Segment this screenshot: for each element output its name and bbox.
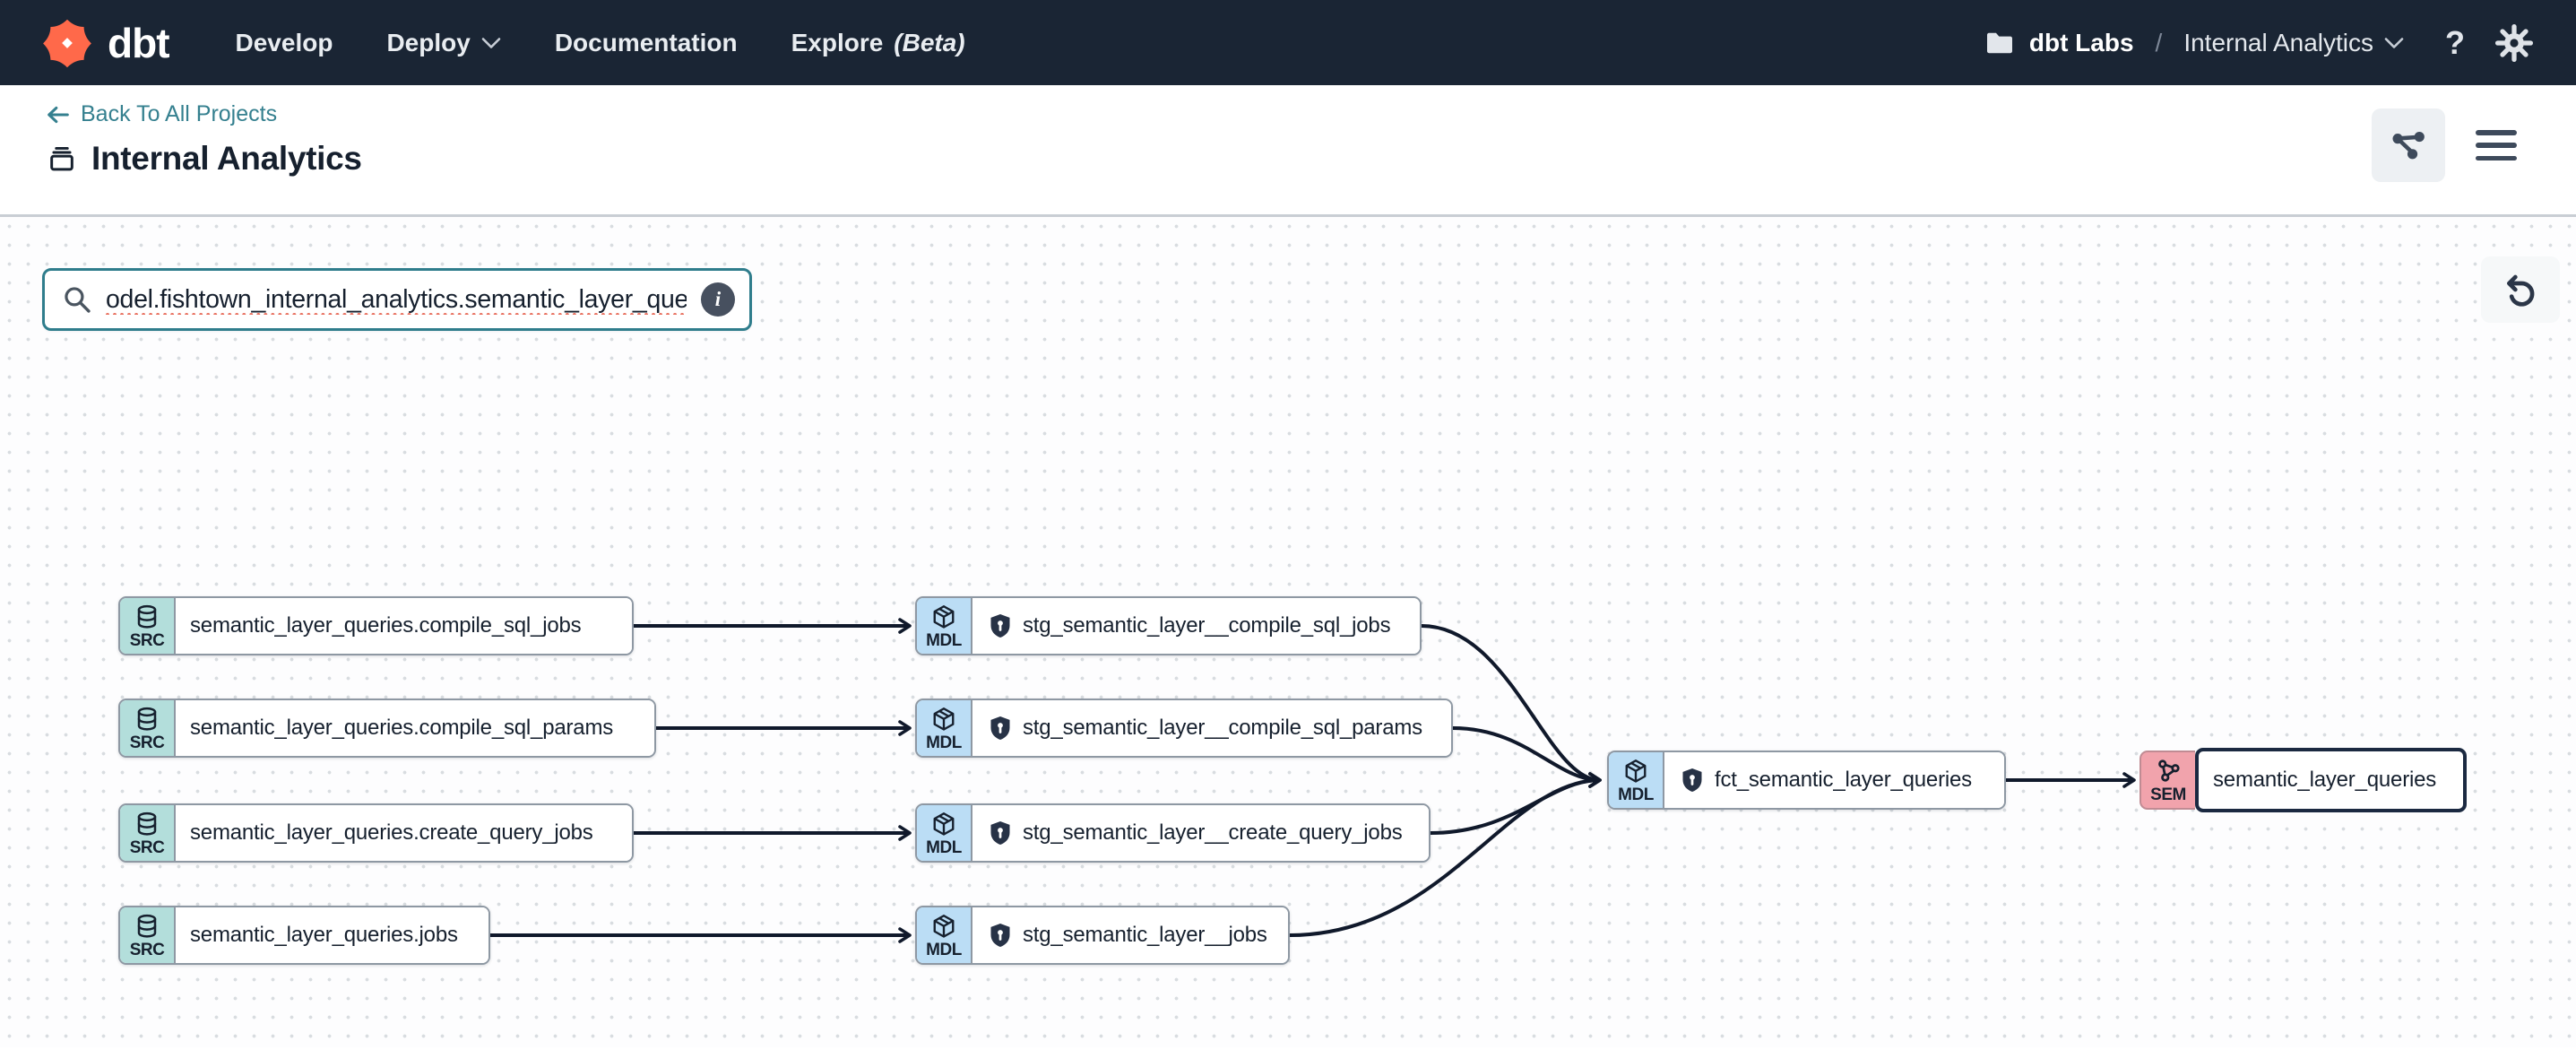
- nav-item-develop[interactable]: Develop: [235, 28, 333, 56]
- database-badge: SRC: [120, 700, 176, 756]
- project-selector[interactable]: Internal Analytics: [2183, 29, 2404, 57]
- cube-badge: MDL: [917, 598, 972, 654]
- node-label: stg_semantic_layer__compile_sql_params: [972, 700, 1451, 756]
- node-name: stg_semantic_layer__compile_sql_params: [1023, 716, 1422, 740]
- badge-label: MDL: [926, 733, 962, 752]
- info-icon[interactable]: i: [701, 282, 735, 317]
- dbt-logo[interactable]: dbt: [41, 17, 170, 69]
- badge-label: SRC: [129, 733, 165, 752]
- lineage-canvas[interactable]: SRC semantic_layer_queries.compile_sql_jo…: [0, 214, 2576, 1047]
- database-badge: SRC: [120, 598, 176, 654]
- node-label: stg_semantic_layer__compile_sql_jobs: [972, 598, 1420, 654]
- edge-mdl2-to-fct: [1452, 726, 1602, 788]
- header-controls: [2372, 108, 2517, 182]
- node-label: fct_semantic_layer_queries: [1664, 752, 2004, 808]
- hamburger-menu-icon[interactable]: [2476, 130, 2517, 161]
- node-label: semantic_layer_queries.compile_sql_param…: [176, 700, 654, 756]
- search-icon: [65, 287, 91, 313]
- node-label: semantic_layer_queries.jobs: [176, 907, 488, 963]
- logo-text: dbt: [108, 19, 170, 66]
- graph-node-sem[interactable]: SEM semantic_layer_queries: [2139, 748, 2467, 812]
- graph-node-src2[interactable]: SRC semantic_layer_queries.compile_sql_pa…: [118, 699, 656, 758]
- beta-tag: (Beta): [894, 28, 965, 56]
- node-name: fct_semantic_layer_queries: [1715, 768, 1972, 792]
- account-name[interactable]: dbt Labs: [2028, 28, 2134, 56]
- nav-item-documentation[interactable]: Documentation: [554, 28, 738, 56]
- badge-label: MDL: [1618, 785, 1654, 804]
- graph-node-mdl2[interactable]: MDL stg_semantic_layer__compile_sql_param…: [915, 699, 1453, 758]
- node-label: semantic_layer_queries.create_query_jobs: [176, 805, 632, 861]
- graph-node-src4[interactable]: SRC semantic_layer_queries.jobs: [118, 906, 490, 965]
- badge-label: MDL: [926, 630, 962, 650]
- graph-node-src1[interactable]: SRC semantic_layer_queries.compile_sql_jo…: [118, 596, 634, 655]
- node-name: stg_semantic_layer__create_query_jobs: [1023, 820, 1403, 845]
- graph-node-src3[interactable]: SRC semantic_layer_queries.create_query_j…: [118, 803, 634, 863]
- lineage-view-button[interactable]: [2372, 108, 2445, 182]
- cube-badge: MDL: [1609, 752, 1664, 808]
- reset-icon: [2507, 274, 2535, 307]
- graph-node-mdl4[interactable]: MDL stg_semantic_layer__jobs: [915, 906, 1290, 965]
- node-name: semantic_layer_queries.compile_sql_param…: [190, 716, 614, 740]
- reset-view-button[interactable]: [2481, 256, 2560, 323]
- lineage-icon: [2392, 131, 2425, 160]
- badge-label: MDL: [926, 940, 962, 959]
- badge-label: MDL: [926, 837, 962, 857]
- cube-badge: MDL: [917, 700, 972, 756]
- help-icon[interactable]: ?: [2445, 23, 2465, 61]
- node-label: stg_semantic_layer__jobs: [972, 907, 1288, 963]
- graph-node-mdl3[interactable]: MDL stg_semantic_layer__create_query_jobs: [915, 803, 1431, 863]
- search-value: odel.fishtown_internal_analytics.semanti…: [106, 284, 687, 314]
- nav-item-explore[interactable]: Explore (Beta): [791, 28, 965, 56]
- graph-node-fct[interactable]: MDL fct_semantic_layer_queries: [1607, 751, 2006, 810]
- dbt-logo-icon: [43, 19, 91, 67]
- chevron-down-icon: [2384, 37, 2404, 48]
- chevron-down-icon: [481, 37, 501, 48]
- graph-node-mdl1[interactable]: MDL stg_semantic_layer__compile_sql_jobs: [915, 596, 1422, 655]
- badge-label: SRC: [129, 837, 165, 857]
- nav-item-deploy[interactable]: Deploy: [386, 29, 501, 57]
- badge-label: SRC: [129, 940, 165, 959]
- node-name: semantic_layer_queries.jobs: [190, 923, 458, 947]
- node-label: semantic_layer_queries.compile_sql_jobs: [176, 598, 632, 654]
- node-name: stg_semantic_layer__jobs: [1023, 923, 1267, 947]
- node-label: semantic_layer_queries: [2195, 748, 2467, 812]
- page-header: Back To All Projects Internal Analytics: [0, 85, 2576, 214]
- cube-badge: MDL: [917, 805, 972, 861]
- search-input[interactable]: odel.fishtown_internal_analytics.semanti…: [42, 268, 752, 331]
- page-title: Internal Analytics: [91, 140, 362, 177]
- title-row: Internal Analytics: [47, 140, 2576, 178]
- node-name: semantic_layer_queries.create_query_jobs: [190, 820, 593, 845]
- breadcrumb-separator: /: [2155, 28, 2163, 56]
- semantic-badge: SEM: [2139, 751, 2195, 810]
- cube-badge: MDL: [917, 907, 972, 963]
- nav-items: Develop Deploy Documentation Explore (Be…: [236, 29, 965, 57]
- badge-label: SEM: [2150, 785, 2186, 804]
- database-badge: SRC: [120, 805, 176, 861]
- project-icon: [50, 146, 73, 171]
- node-name: stg_semantic_layer__compile_sql_jobs: [1023, 613, 1391, 638]
- edge-mdl3-to-fct: [1430, 772, 1602, 835]
- badge-label: SRC: [129, 630, 165, 650]
- top-navbar: dbt Develop Deploy Documentation Explore…: [0, 0, 2576, 85]
- navbar-right: dbt Labs / Internal Analytics ?: [1984, 22, 2535, 64]
- gear-icon[interactable]: [2494, 22, 2535, 64]
- node-label: stg_semantic_layer__create_query_jobs: [972, 805, 1429, 861]
- node-name: semantic_layer_queries: [2213, 768, 2437, 792]
- database-badge: SRC: [120, 907, 176, 963]
- node-name: semantic_layer_queries.compile_sql_jobs: [190, 613, 582, 638]
- arrow-left-icon: [48, 106, 69, 123]
- folder-icon: [1986, 32, 2012, 53]
- back-to-projects-link[interactable]: Back To All Projects: [47, 101, 277, 127]
